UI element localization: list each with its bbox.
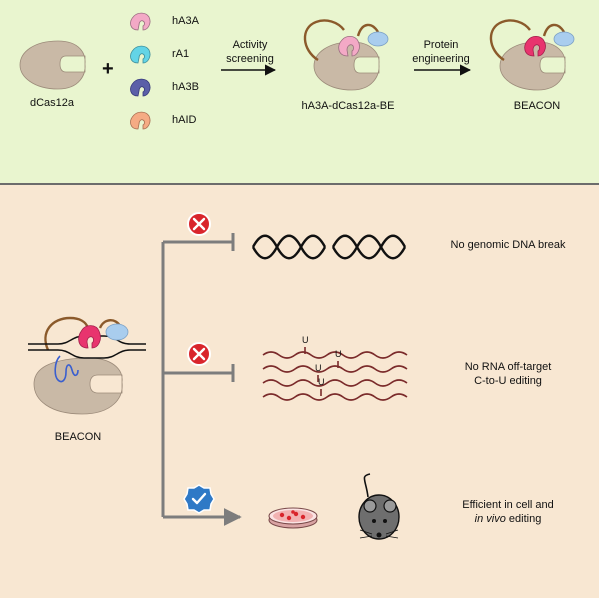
deaminase-label-hAID: hAID (172, 114, 197, 126)
rna-u-marker-2: U (335, 349, 342, 359)
outcome-dna-break-label: No genomic DNA break (450, 239, 566, 251)
rA1-deaminase-icon (130, 45, 151, 64)
outcome-efficient-editing-line2: in vivo editing (475, 512, 542, 526)
bottom-panel (0, 185, 599, 598)
beacon-final-label: BEACON (513, 100, 561, 112)
deaminase-label-rA1: rA1 (172, 48, 190, 60)
beacon-dna-complex-icon (28, 316, 146, 415)
rna-u-marker-4: U (318, 377, 325, 387)
petri-dish-icon (268, 507, 318, 529)
beacon-construct-icon (489, 19, 575, 91)
editing-word: editing (505, 513, 542, 525)
top-panel (0, 0, 599, 183)
rna-u-marker-1: U (302, 335, 309, 345)
deaminase-label-hA3A: hA3A (172, 15, 199, 27)
outcome-efficient-editing-line1: Efficient in cell and (462, 499, 554, 511)
activity-screening-label-line1: Activity (232, 39, 268, 51)
dcas12a-protein-icon (19, 40, 86, 90)
rna-strands-icon (262, 347, 408, 401)
rna-u-marker-3: U (315, 363, 322, 373)
success-check-icon (183, 484, 215, 514)
outcome-rna-offtarget-line1: No RNA off-target (464, 361, 552, 373)
hA3A-deaminase-icon (130, 12, 151, 31)
protein-engineering-label-line1: Protein (423, 39, 459, 51)
activity-screening-label-line2: screening (226, 53, 274, 65)
panel-divider (0, 183, 599, 185)
blocked-x-icon-rna (187, 342, 211, 366)
dcas12a-label: dCas12a (29, 97, 75, 109)
outcome-rna-offtarget-line2: C-to-U editing (474, 375, 542, 387)
beacon-complex-label: BEACON (54, 431, 102, 443)
hA3A-dCas12a-BE-construct-icon (303, 19, 389, 91)
protein-engineering-label-line2: engineering (412, 53, 470, 65)
blocked-x-icon-dna (187, 212, 211, 236)
outcome-branches (161, 233, 242, 526)
dna-helix-icon (251, 234, 407, 260)
plus-sign: + (102, 58, 114, 80)
hAID-deaminase-icon (130, 111, 151, 130)
intermediate-construct-label: hA3A-dCas12a-BE (301, 100, 395, 112)
in-vivo-italic: in vivo (474, 513, 506, 525)
hA3B-deaminase-icon (130, 78, 151, 97)
deaminase-label-hA3B: hA3B (172, 81, 199, 93)
mouse-icon (358, 473, 400, 540)
